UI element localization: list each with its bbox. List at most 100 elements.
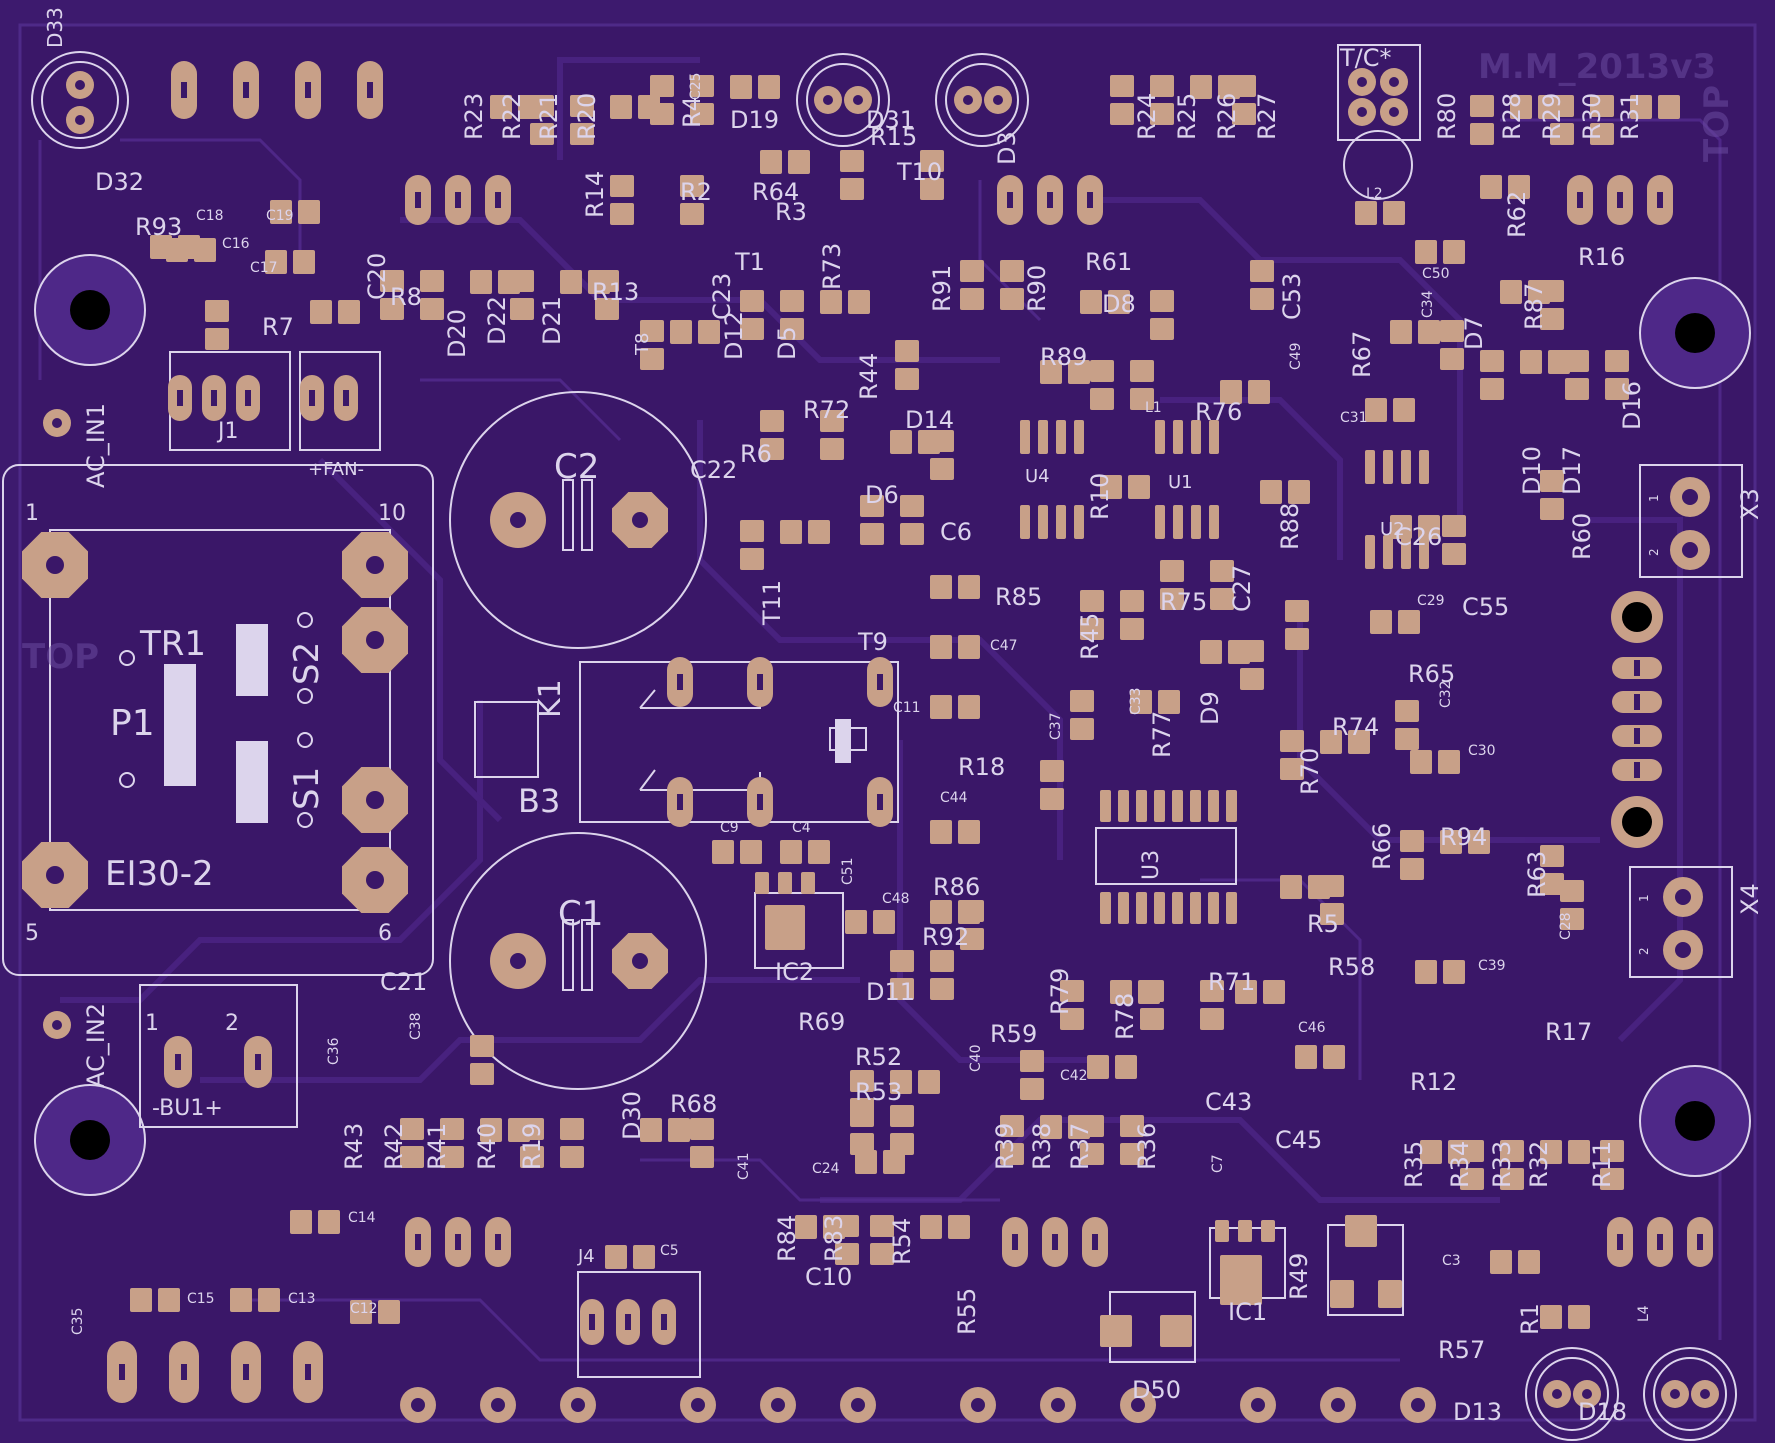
smd-pad (1560, 908, 1584, 930)
designator-c20: C20 (363, 253, 391, 300)
smd-pad (820, 438, 844, 460)
designator-r2: R2 (680, 178, 712, 206)
smd-pad (470, 1063, 494, 1085)
smd-pad (1400, 858, 1424, 880)
smd-pad (1140, 980, 1164, 1002)
smd-pad (1285, 628, 1309, 650)
designator-c48: C48 (882, 891, 910, 907)
smd-pad (840, 150, 864, 172)
designator-c7: C7 (1210, 1154, 1226, 1173)
smd-pad (595, 270, 619, 292)
designator-r62: R62 (1503, 191, 1531, 238)
smd-pad (1120, 618, 1144, 640)
smd-pad (520, 1146, 544, 1168)
designator-b3: B3 (518, 782, 560, 820)
smd-pad (1540, 498, 1564, 520)
smd-pad (788, 150, 810, 174)
smd-pad (1090, 388, 1114, 410)
smd-pad (1600, 1140, 1624, 1162)
designator-d3: D3 (993, 131, 1021, 165)
designator-r65: R65 (1408, 660, 1455, 688)
smd-pad (1209, 505, 1219, 539)
designator-r90: R90 (1023, 265, 1051, 312)
smd-pad (1120, 1115, 1144, 1137)
smd-pad (1550, 123, 1574, 145)
smd-pad (1480, 175, 1502, 199)
smd-pad (1395, 700, 1419, 722)
smd-pad (855, 1150, 877, 1174)
smd-pad (1208, 790, 1219, 822)
smd-pad (765, 905, 805, 950)
smd-pad (930, 978, 954, 1000)
smd-pad (850, 1105, 874, 1127)
smd-pad (1401, 450, 1411, 484)
designator-c35: C35 (70, 1307, 86, 1335)
designator-d9: D9 (1196, 691, 1224, 725)
designator-d17: D17 (1558, 446, 1586, 495)
smd-pad (1068, 360, 1090, 384)
designator-r63: R63 (1523, 851, 1551, 898)
smd-pad (930, 430, 954, 452)
designator-r25: R25 (1173, 93, 1201, 140)
smd-pad (1365, 398, 1387, 422)
smd-pad (960, 260, 984, 282)
designator-r26: R26 (1213, 93, 1241, 140)
smd-pad (1280, 875, 1302, 899)
smd-pad (130, 1288, 152, 1312)
designator-ei30: EI30-2 (105, 854, 214, 894)
smd-pad (1480, 378, 1504, 400)
designator-tr1: TR1 (139, 624, 206, 664)
designator-d22: D22 (483, 296, 511, 345)
designator-r89: R89 (1040, 343, 1087, 371)
smd-pad (1200, 1008, 1224, 1030)
designator-d13: D13 (1453, 1398, 1502, 1426)
designator-r15: R15 (870, 123, 917, 151)
designator-x3: X3 (1736, 488, 1764, 520)
smd-pad (1070, 718, 1094, 740)
designator-c16: C16 (222, 236, 250, 252)
designator-r14: R14 (581, 171, 609, 218)
designator-r71: R71 (1208, 968, 1255, 996)
smd-pad (1100, 790, 1111, 822)
smd-pad (680, 175, 704, 197)
smd-pad (1200, 980, 1224, 1002)
smd-pad (958, 695, 980, 719)
designator-r94: R94 (1440, 823, 1487, 851)
designator-c44: C44 (940, 790, 968, 806)
designator-d32: D32 (95, 168, 144, 196)
designator-r16: R16 (1578, 243, 1625, 271)
smd-pad (1154, 790, 1165, 822)
smd-pad (900, 495, 924, 517)
smd-pad (1248, 380, 1270, 404)
smd-pad (1348, 730, 1370, 754)
smd-pad (958, 575, 980, 599)
smd-pad (400, 1146, 424, 1168)
designator-c23: C23 (708, 273, 736, 320)
designator-r20: R20 (573, 93, 601, 140)
designator-r58: R58 (1328, 953, 1375, 981)
smd-pad (1240, 668, 1264, 690)
smd-pad (1038, 420, 1048, 454)
designator-j4: J4 (577, 1246, 595, 1267)
smd-pad (1150, 103, 1174, 125)
smd-pad (1190, 790, 1201, 822)
smd-pad (520, 1118, 544, 1140)
designator-c43: C43 (1205, 1088, 1252, 1116)
designator-r87: R87 (1520, 283, 1548, 330)
smd-pad (1080, 1115, 1104, 1137)
designator-t11: T11 (758, 580, 786, 626)
smd-pad (205, 328, 229, 350)
smd-pad (1295, 1045, 1317, 1069)
smd-pad (835, 1215, 859, 1237)
designator-c17: C17 (250, 260, 278, 276)
smd-pad (895, 340, 919, 362)
layer-label: TOP (1697, 85, 1737, 162)
designator-c29: C29 (1417, 593, 1445, 609)
designator-r86: R86 (933, 873, 980, 901)
board-title: M.M_2013v3 (1478, 47, 1716, 87)
designator-t8: T8 (632, 333, 653, 356)
designator-t10: T10 (896, 158, 942, 186)
silkscreen-text: M.M_2013v3 TOP TOP (22, 47, 1737, 677)
smd-pad (1080, 290, 1102, 314)
designator-tr_10: 10 (378, 501, 406, 526)
